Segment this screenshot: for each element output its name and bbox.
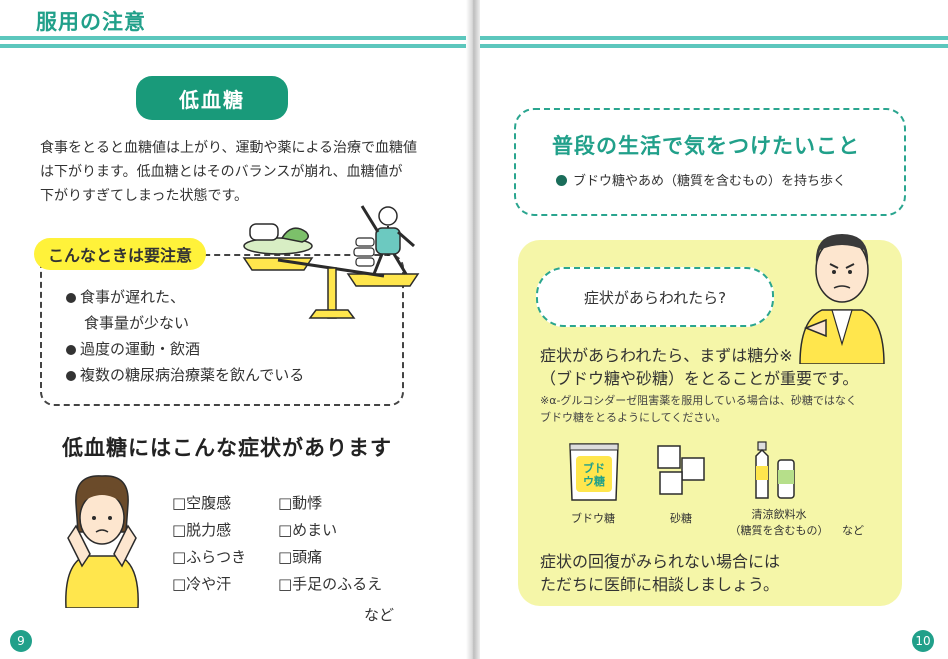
header-stripe xyxy=(480,44,948,48)
intro-paragraph: 食事をとると血糖値は上がり、運動や薬による治療で血糖値 は下がります。低血糖とは… xyxy=(40,136,430,208)
symptom-item: □冷や汗 xyxy=(172,575,232,593)
symptom-item: □動悸 xyxy=(278,494,323,512)
header-stripe xyxy=(0,44,466,48)
speech-bubble: 症状があらわれたら? xyxy=(536,267,774,327)
list-item: 食事量が少ない xyxy=(84,314,190,332)
footnote-line: ※α-グルコシダーゼ阻害薬を服用している場合は、砂糖ではなく xyxy=(540,394,857,407)
tip-box xyxy=(514,108,906,216)
bullet-icon xyxy=(556,175,567,186)
symptom-column-1: □空腹感 □脱力感 □ふらつき □冷や汗 xyxy=(172,492,246,600)
list-item: 過度の運動・飲酒 xyxy=(66,336,304,362)
list-item: 複数の糖尿病治療薬を飲んでいる xyxy=(66,362,304,388)
glucose-pack-text: ブドウ糖 xyxy=(583,462,605,488)
symptom-item: □頭痛 xyxy=(278,548,323,566)
items-etc: など xyxy=(842,524,864,537)
glucose-pack-icon xyxy=(569,443,619,501)
symptom-etc: など xyxy=(364,606,395,624)
list-item: 食事が遅れた、 xyxy=(66,284,304,310)
advice-line: 症状の回復がみられない場合には xyxy=(540,552,781,571)
symptom-item: □空腹感 xyxy=(172,494,232,512)
page-number: 9 xyxy=(10,630,32,652)
symptom-item: □脱力感 xyxy=(172,521,232,539)
soft-drinks-icon xyxy=(755,441,795,499)
tip-title: 普段の生活で気をつけたいこと xyxy=(552,134,860,158)
caution-tag: こんなときは要注意 xyxy=(34,238,207,270)
symptom-heading: 低血糖にはこんな症状があります xyxy=(62,436,392,460)
worried-woman-illustration xyxy=(65,475,139,608)
intro-line: は下がります。低血糖とはそのバランスが崩れ、血糖値が xyxy=(40,164,403,180)
symptom-item: □ふらつき xyxy=(172,548,247,566)
symptom-column-2: □動悸 □めまい □頭痛 □手足のふるえ xyxy=(278,492,382,600)
page-gutter xyxy=(466,0,480,659)
topic-badge: 低血糖 xyxy=(136,76,288,120)
page-number: 10 xyxy=(912,630,934,652)
symptom-item: □手足のふるえ xyxy=(278,575,383,593)
caution-box xyxy=(40,254,404,406)
section-title: 服用の注意 xyxy=(36,10,146,34)
worried-man-illustration xyxy=(799,234,885,364)
item-label: ブドウ糖 xyxy=(571,512,615,525)
instruction-line: 症状があらわれたら、まずは糖分※ xyxy=(540,346,793,365)
item-label: 清涼飲料水 （糖質を含むもの） xyxy=(729,508,829,537)
sugar-cubes-icon xyxy=(657,445,705,495)
footnote: ※α-グルコシダーゼ阻害薬を服用している場合は、砂糖ではなく ブドウ糖をとるよう… xyxy=(540,392,857,426)
bullet-icon xyxy=(66,371,76,381)
bullet-icon xyxy=(66,293,76,303)
main-instruction: 症状があらわれたら、まずは糖分※ （ブドウ糖や砂糖）をとることが重要です。 xyxy=(540,344,858,390)
header-stripe xyxy=(0,36,466,40)
intro-line: 下がりすぎてしまった状態です。 xyxy=(40,188,249,204)
advice-line: ただちに医師に相談しましょう。 xyxy=(540,575,780,594)
bottom-advice: 症状の回復がみられない場合には ただちに医師に相談しましょう。 xyxy=(540,550,780,596)
item-label: 砂糖 xyxy=(670,512,692,525)
intro-line: 食事をとると血糖値は上がり、運動や薬による治療で血糖値 xyxy=(40,140,418,156)
symptom-item: □めまい xyxy=(278,521,338,539)
balance-scale-illustration xyxy=(242,205,420,319)
instruction-line: （ブドウ糖や砂糖）をとることが重要です。 xyxy=(540,369,859,388)
footnote-line: ブドウ糖をとるようにしてください。 xyxy=(540,411,727,424)
bullet-icon xyxy=(66,345,76,355)
caution-list: 食事が遅れた、 食事量が少ない 過度の運動・飲酒 複数の糖尿病治療薬を飲んでいる xyxy=(66,284,304,388)
header-stripe xyxy=(480,36,948,40)
tip-item: ブドウ糖やあめ（糖質を含むもの）を持ち歩く xyxy=(556,170,846,189)
